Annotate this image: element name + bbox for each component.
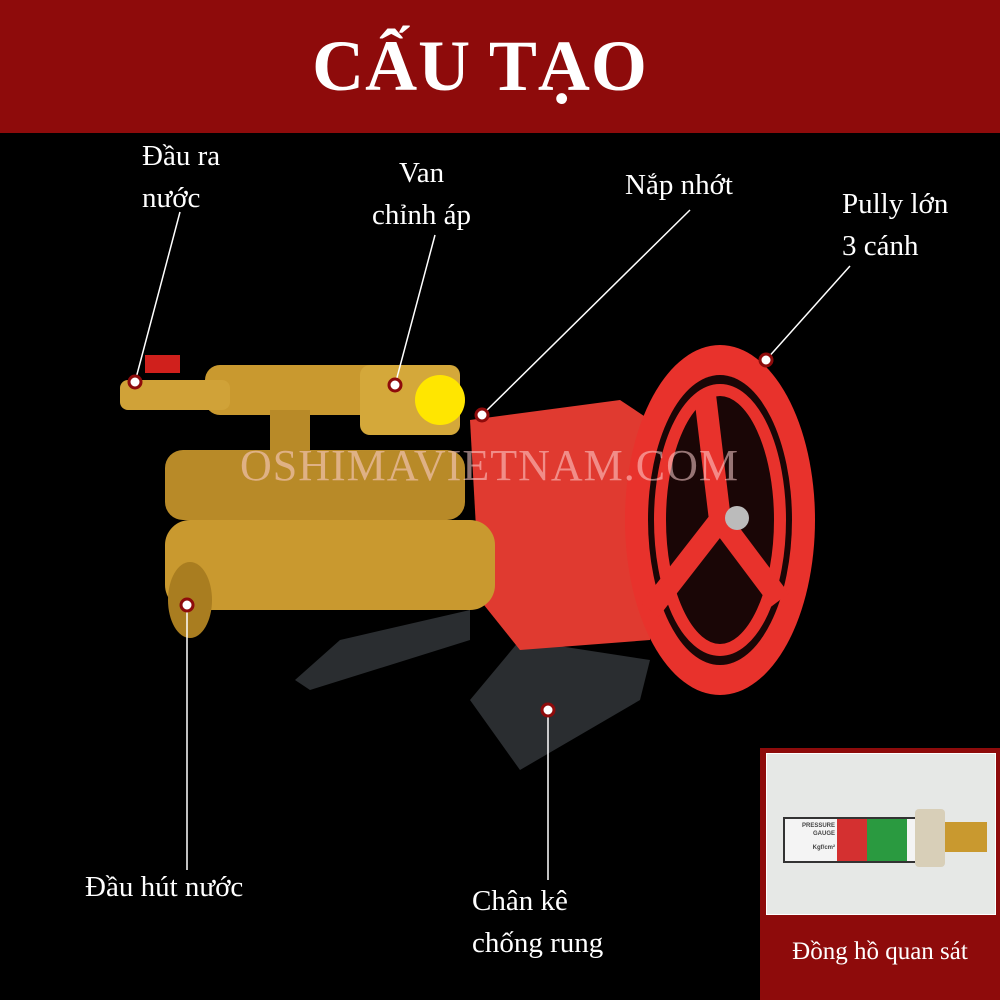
watermark: OSHIMAVIETNAM.COM: [240, 441, 740, 490]
label-stand: Chân kê chống rung: [472, 880, 603, 964]
label-pulley: Pully lớn 3 cánh: [842, 183, 948, 267]
pump-body: [470, 400, 650, 650]
gauge-body: PRESSURE GAUGE Kgf/cm²: [783, 817, 917, 863]
page-title: CẤU TẠO: [312, 26, 648, 106]
gauge-label-gauge: GAUGE: [812, 831, 835, 837]
pump-head: [165, 520, 495, 610]
label-pressure-valve: Van chỉnh áp: [372, 152, 471, 236]
label-pulley-line2: 3 cánh: [842, 230, 919, 262]
marker-inlet: [179, 597, 195, 613]
header-banner: CẤU TẠO: [0, 0, 1000, 133]
gauge-label-pressure: PRESSURE: [801, 823, 835, 829]
gauge-caption: Đồng hồ quan sát: [792, 938, 968, 965]
label-valve-line2: chỉnh áp: [372, 199, 472, 231]
label-stand-line2: chống rung: [472, 927, 604, 959]
label-valve-line1: Van: [398, 157, 445, 189]
label-pulley-line1: Pully lớn: [842, 188, 949, 220]
label-oil-cap: Nắp nhớt: [625, 169, 733, 201]
marker-pulley: [758, 352, 774, 368]
label-inlet: Đầu hút nước: [85, 871, 244, 903]
pulley-spokes: [641, 393, 789, 617]
marker-outlet: [127, 374, 143, 390]
mounting-stand: [470, 640, 650, 770]
label-stand-line1: Chân kê: [472, 885, 568, 917]
gauge-label-unit: Kgf/cm²: [812, 845, 835, 851]
mounting-stand-rear: [295, 610, 470, 690]
label-outlet-line1: Đầu ra: [142, 140, 221, 172]
leader-lines: [134, 209, 851, 880]
gauge-photo: PRESSURE GAUGE Kgf/cm²: [766, 753, 996, 915]
label-outlet-line2: nước: [142, 182, 201, 214]
marker-valve: [387, 377, 403, 393]
marker-oil-cap: [474, 407, 490, 423]
marker-stand: [540, 702, 556, 718]
label-outlet: Đầu ra nước: [142, 135, 220, 219]
gauge-inset: PRESSURE GAUGE Kgf/cm² Đồng hồ quan sát: [760, 748, 1000, 1000]
